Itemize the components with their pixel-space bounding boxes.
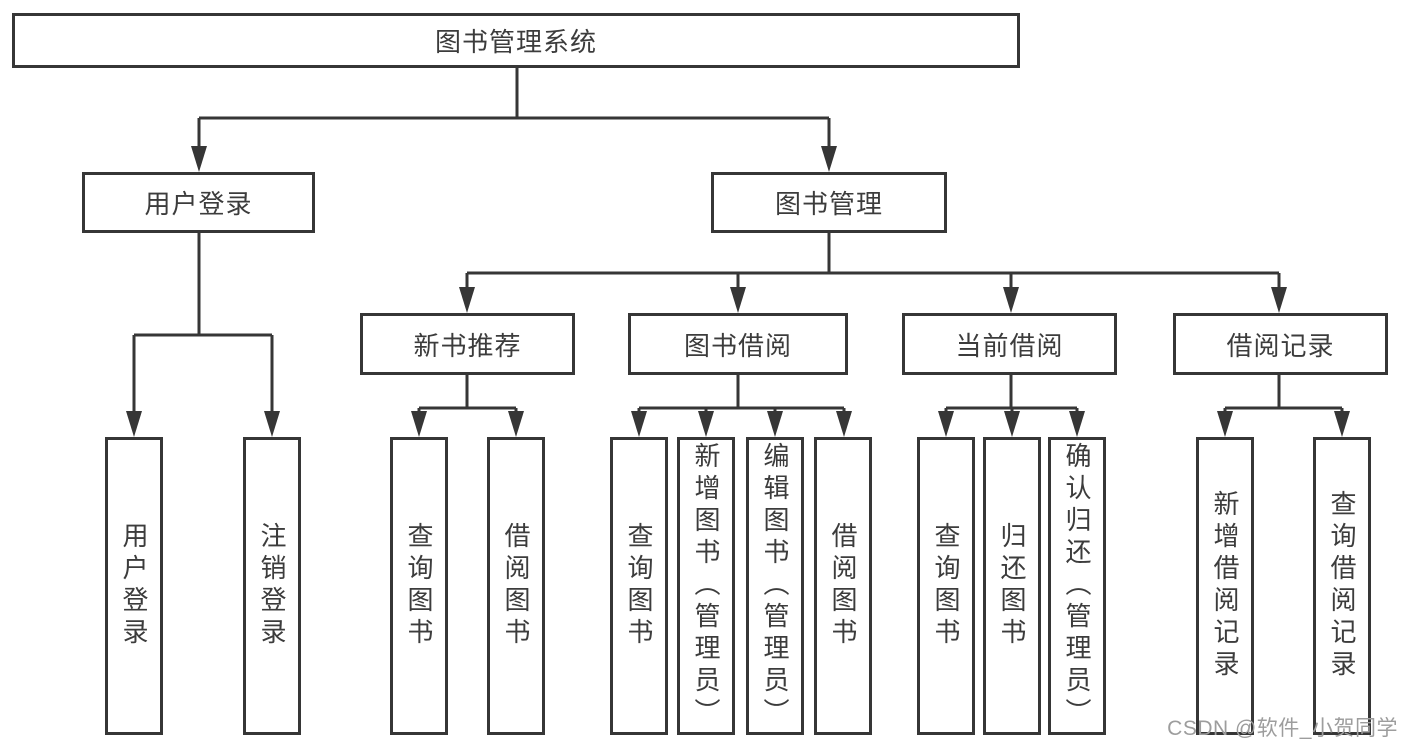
node-user-login: 用户登录 bbox=[82, 172, 315, 233]
leaf-logout: 注销登录 bbox=[243, 437, 301, 735]
node-label: 用户登录 bbox=[144, 189, 253, 219]
leaf-borrow-books-recommend: 借阅图书 bbox=[487, 437, 545, 735]
node-label: 查询图书 bbox=[931, 522, 961, 650]
node-label: 查询图书 bbox=[404, 522, 434, 650]
leaf-query-books-recommend: 查询图书 bbox=[390, 437, 448, 735]
node-borrowing-records: 借阅记录 bbox=[1173, 313, 1388, 375]
leaf-user-login: 用户登录 bbox=[105, 437, 163, 735]
leaf-borrow-books-borrowing: 借阅图书 bbox=[814, 437, 872, 735]
node-label: 借阅记录 bbox=[1226, 330, 1335, 361]
node-label: 编辑图书（管理员） bbox=[760, 442, 790, 730]
arrowhead-icons bbox=[126, 146, 1350, 437]
node-label: 图书管理系统 bbox=[434, 27, 597, 57]
node-book-borrowing: 图书借阅 bbox=[628, 313, 848, 375]
node-label: 当前借阅 bbox=[955, 330, 1064, 361]
leaf-query-books-borrowing: 查询图书 bbox=[610, 437, 668, 735]
node-label: 确认归还（管理员） bbox=[1062, 442, 1092, 730]
node-book-management: 图书管理 bbox=[711, 172, 947, 233]
node-label: 借阅图书 bbox=[828, 522, 858, 650]
leaf-add-book-admin: 新增图书（管理员） bbox=[677, 437, 735, 735]
leaf-confirm-return-admin: 确认归还（管理员） bbox=[1048, 437, 1106, 735]
node-label: 图书借阅 bbox=[683, 330, 792, 361]
node-label: 归还图书 bbox=[997, 522, 1027, 650]
node-label: 用户登录 bbox=[119, 522, 149, 650]
node-current-borrowing: 当前借阅 bbox=[902, 313, 1117, 375]
node-root-system: 图书管理系统 bbox=[12, 13, 1020, 68]
leaf-query-books-current: 查询图书 bbox=[917, 437, 975, 735]
leaf-edit-book-admin: 编辑图书（管理员） bbox=[746, 437, 804, 735]
node-label: 新增图书（管理员） bbox=[691, 442, 721, 730]
node-label: 新增借阅记录 bbox=[1210, 490, 1240, 682]
node-label: 新书推荐 bbox=[413, 330, 522, 361]
leaf-query-borrow-record: 查询借阅记录 bbox=[1313, 437, 1371, 735]
node-label: 查询借阅记录 bbox=[1327, 490, 1357, 682]
node-label: 注销登录 bbox=[257, 522, 287, 650]
node-label: 借阅图书 bbox=[501, 522, 531, 650]
leaf-add-borrow-record: 新增借阅记录 bbox=[1196, 437, 1254, 735]
csdn-watermark: CSDN @软件_小贺同学 bbox=[1167, 717, 1398, 740]
node-label: 查询图书 bbox=[624, 522, 654, 650]
leaf-return-books: 归还图书 bbox=[983, 437, 1041, 735]
node-new-book-recommend: 新书推荐 bbox=[360, 313, 575, 375]
node-label: 图书管理 bbox=[774, 189, 883, 219]
